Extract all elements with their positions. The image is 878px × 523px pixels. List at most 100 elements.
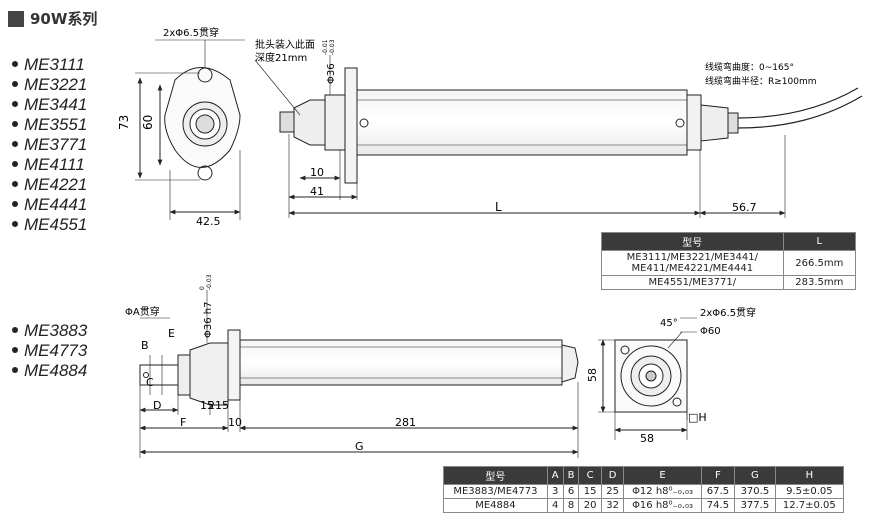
model-item: ME4221 [12,175,87,195]
section-title-text: 90W系列 [30,10,98,28]
table-cell: 283.5mm [782,275,857,290]
model-item: ME4111 [12,155,87,175]
table-cell: 15 [578,484,602,499]
table-cell: ME3883/ME4773 [443,484,548,499]
model-item: ME3883 [12,321,87,341]
top-hole-note: 2xΦ6.5贯穿 [163,26,219,39]
table-header-cell: A [546,466,564,485]
model-item: ME4884 [12,361,87,381]
end-hole-note: 2xΦ6.5贯穿 [700,306,756,319]
model-name: ME3441 [24,95,88,114]
table-cell: 67.5 [700,484,736,499]
table-cell: 266.5mm [782,250,857,276]
model-name: ME4773 [24,341,88,360]
model-item: ME3441 [12,95,87,115]
table-cell: Φ16 h8⁰₋₀.₀₃ [623,498,702,513]
table-cell: 9.5±0.05 [774,484,845,499]
table-header-cell: C [578,466,602,485]
dia-36-h7: Φ36 h7 [203,302,214,338]
table-cell: ME4551/ME3771/ [601,275,784,290]
model-item: ME4441 [12,195,87,215]
side-view-actuator [254,55,863,218]
bullet-icon [12,200,18,207]
bullet-icon [12,180,18,187]
h7-upper: 0 [199,286,206,290]
table-cell: 74.5 [700,498,736,513]
label-F: F [180,416,186,429]
model-item: ME3771 [12,135,87,155]
table-header-cell: H [774,466,845,485]
table-cell: 25 [600,484,625,499]
bottom-end-view [598,317,697,440]
dim-58-h: 58 [640,432,654,445]
dia-60: Φ60 [700,326,721,337]
dim-L: L [495,200,502,214]
dim-281: 281 [395,416,416,429]
dim-10-top: 10 [310,166,324,179]
dim-60: 60 [141,115,155,130]
table-cell: ME3111/ME3221/ME3441/ ME411/ME4221/ME444… [601,250,784,276]
bullet-icon [12,100,18,107]
model-item: ME3221 [12,75,87,95]
table-header-cell: E [623,466,702,485]
front-view-flange [135,39,245,220]
dim-10-bottom: 10 [228,416,242,429]
bullet-icon [12,140,18,147]
bullet-icon [12,346,18,353]
bullet-icon [12,80,18,87]
label-B: B [141,339,149,352]
table-cell: 370.5 [734,484,776,499]
cable-bend-note: 线缆弯曲度：0~165° [705,61,794,73]
model-name: ME4111 [24,155,85,174]
table-cell: Φ12 h8⁰₋₀.₀₃ [623,484,702,499]
model-name: ME3551 [24,115,88,134]
table-header-cell: F [700,466,736,485]
model-name: ME4441 [24,195,88,214]
bullet-icon [12,160,18,167]
table-header-cell: G [734,466,776,485]
bullet-icon [12,326,18,333]
label-E: E [168,327,175,340]
bullet-icon [12,120,18,127]
table-row: ME4551/ME3771/283.5mm [601,275,857,290]
model-name: ME3883 [24,321,88,340]
angle-45: 45° [660,318,678,329]
model-item: ME3551 [12,115,87,135]
dia-36: Φ36 [326,63,337,84]
label-C: C [146,376,154,389]
title-square-icon [8,10,24,27]
phiA-note: ΦA贯穿 [125,305,160,318]
model-item: ME3111 [12,55,87,75]
dim-73: 73 [117,115,131,130]
model-name: ME3221 [24,75,88,94]
dim-42-5: 42.5 [196,215,221,228]
table-cell: 377.5 [734,498,776,513]
h7-lower: -0.03 [206,274,213,290]
bullet-icon [12,60,18,67]
dim-56-7: 56.7 [732,201,757,214]
bullet-icon [12,366,18,373]
table-cell: 4 [546,498,564,513]
table-cell: 12.7±0.05 [774,498,845,513]
bottom-side-view [139,290,579,458]
dia-36-tol-lower: -0.03 [329,39,336,55]
cable-radius-note: 线缆弯曲半径：R≥100mm [705,75,817,87]
table-header-cell: L [782,232,857,251]
bullet-icon [12,220,18,227]
label-D: D [153,399,161,412]
dim-41: 41 [310,185,324,198]
table-header-cell: 型号 [443,466,548,485]
table-row: ME3111/ME3221/ME3441/ ME411/ME4221/ME444… [601,250,857,276]
table-cell: 3 [546,484,564,499]
table-header-cell: B [562,466,580,485]
table-cell: ME4884 [443,498,548,513]
table-header-cell: D [600,466,625,485]
insert-note-2: 深度21mm [255,51,307,64]
table-cell: 20 [578,498,602,513]
table-header-cell: 型号 [601,232,784,251]
